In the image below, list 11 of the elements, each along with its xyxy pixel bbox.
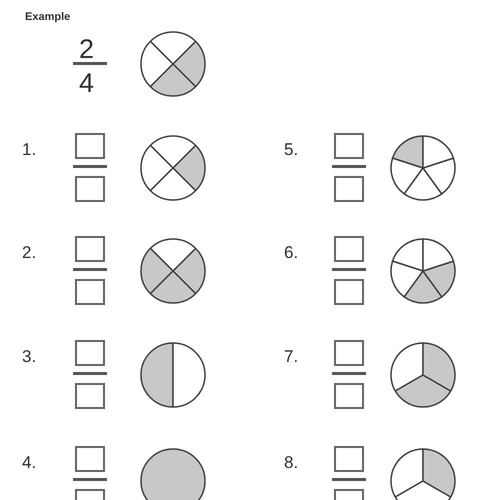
- question-number: 6.: [284, 244, 298, 261]
- question-number: 2.: [22, 244, 36, 261]
- example-heading: Example: [25, 12, 70, 23]
- question-number: 5.: [284, 141, 298, 158]
- question-number: 1.: [22, 141, 36, 158]
- question-number: 8.: [284, 454, 298, 471]
- denominator: 4: [79, 70, 94, 97]
- question-number: 7.: [284, 348, 298, 365]
- question-number: 4.: [22, 454, 36, 471]
- numerator: 2: [79, 36, 94, 63]
- question-number: 3.: [22, 348, 36, 365]
